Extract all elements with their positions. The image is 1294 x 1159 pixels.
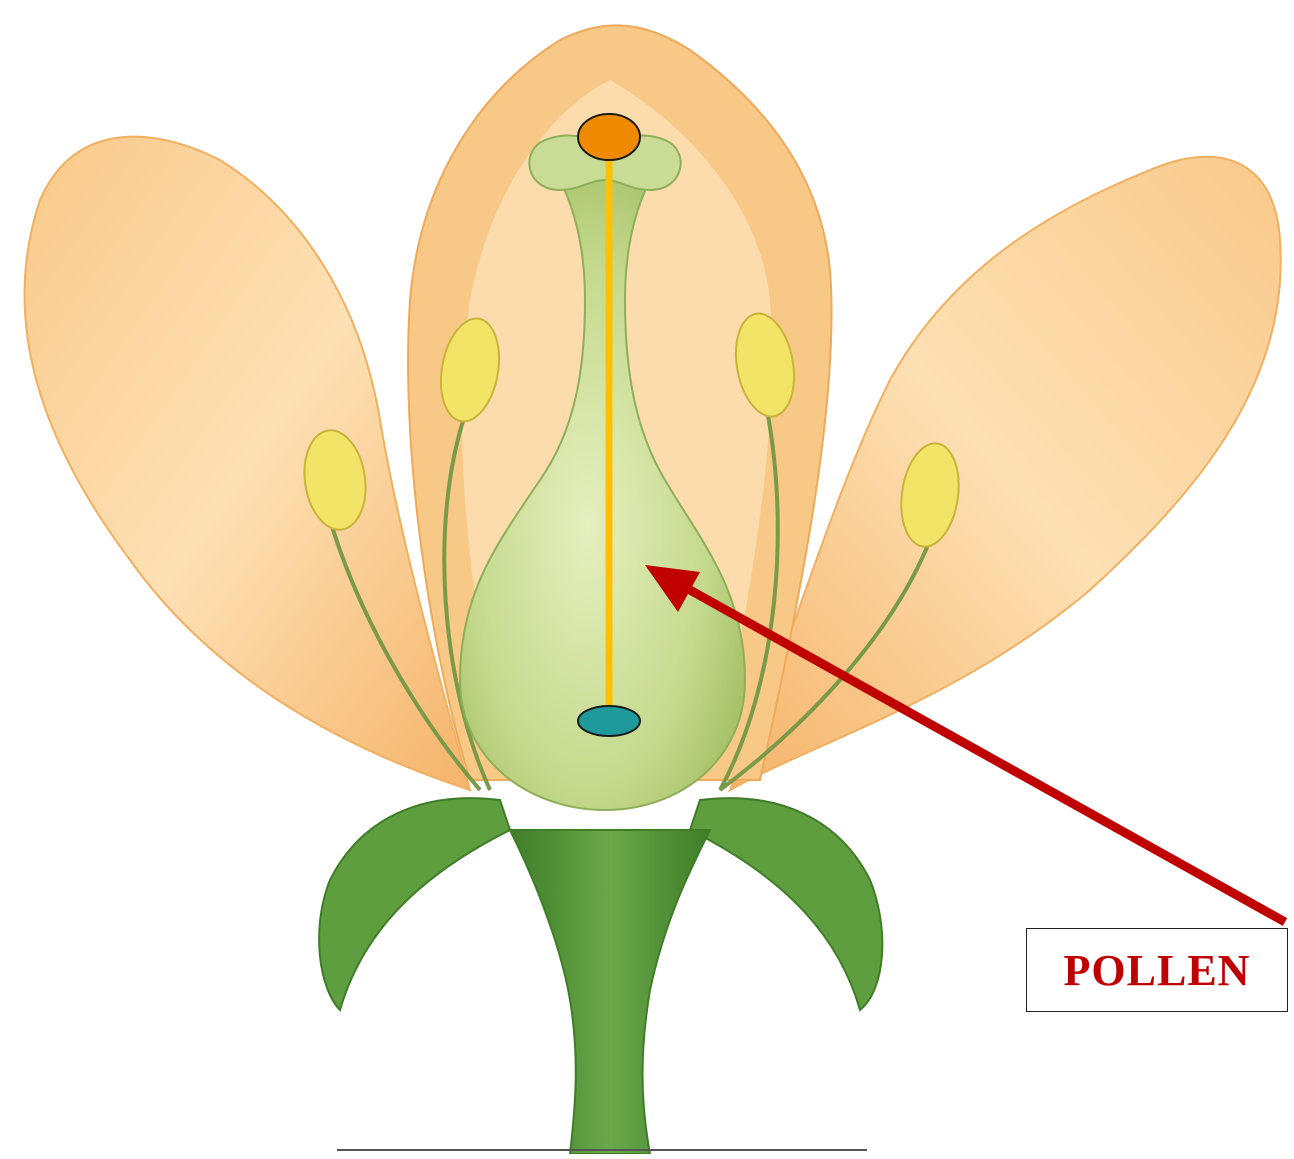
stigma-dot <box>578 114 640 160</box>
stem <box>510 830 710 1154</box>
sepal-right <box>690 798 882 1010</box>
ovule-dot <box>578 706 640 736</box>
petal-left <box>24 137 470 790</box>
divider-line <box>337 1149 867 1151</box>
pollen-label-text: POLLEN <box>1064 945 1251 996</box>
pollen-label: POLLEN <box>1026 928 1288 1012</box>
sepal-left <box>319 798 510 1010</box>
